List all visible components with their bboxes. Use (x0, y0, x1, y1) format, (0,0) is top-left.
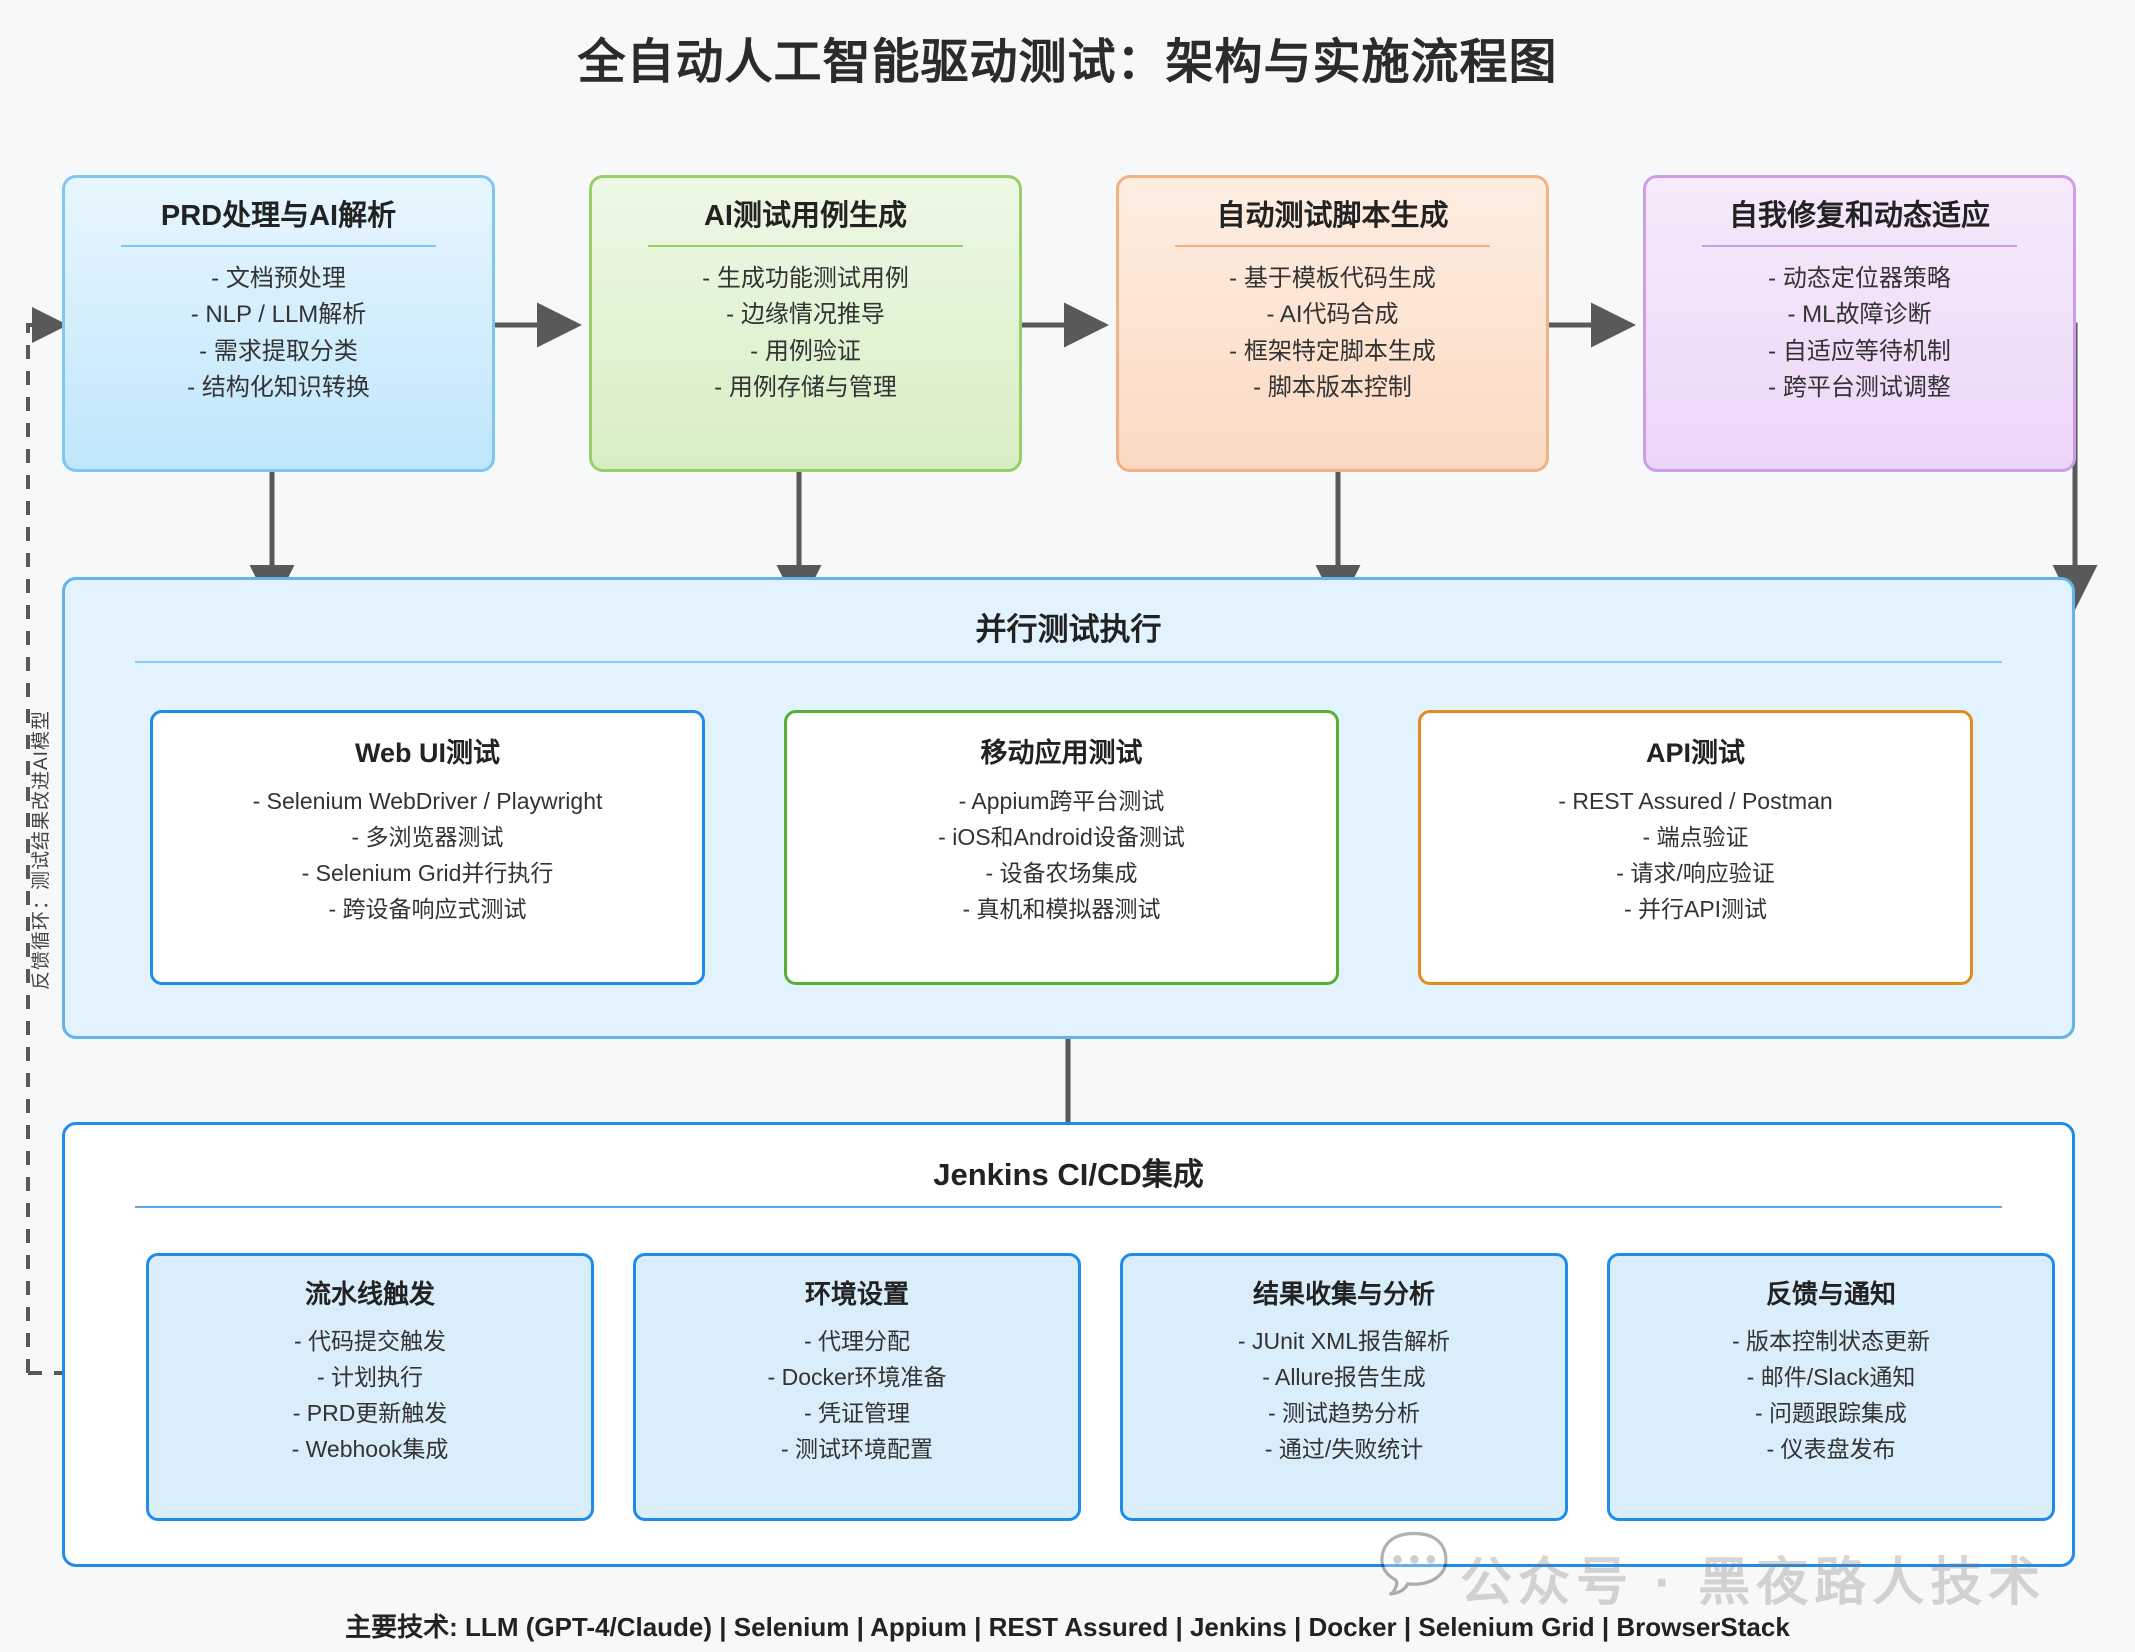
parallel-box-item: - 并行API测试 (1623, 895, 1768, 922)
stage-item: - NLP / LLM解析 (190, 301, 367, 329)
jenkins-box-item: - 仪表盘发布 (1766, 1435, 1896, 1462)
jenkins-box-item: - 邮件/Slack通知 (1746, 1363, 1916, 1390)
jenkins-band-divider (135, 1206, 2002, 1208)
jenkins-box-title: 环境设置 (804, 1279, 909, 1309)
stage-item: - AI代码合成 (1266, 301, 1399, 329)
parallel-box-item: - iOS和Android设备测试 (938, 823, 1185, 850)
jenkins-box-item: - 凭证管理 (803, 1399, 911, 1426)
jenkins-box-title: 反馈与通知 (1765, 1279, 1896, 1309)
stage-divider (120, 244, 437, 247)
stage-item: - 需求提取分类 (199, 337, 358, 365)
parallel-box-item: - Selenium Grid并行执行 (301, 859, 554, 886)
jenkins-box-item: - 代理分配 (803, 1328, 911, 1354)
stage-item-list: - 文档预处理 - NLP / LLM解析 - 需求提取分类 - 结构化知识转换 (65, 261, 492, 407)
parallel-box-title: 移动应用测试 (980, 738, 1143, 768)
jenkins-box-item: - PRD更新触发 (292, 1399, 448, 1426)
parallel-box-item: - 端点验证 (1642, 823, 1749, 850)
stage-card-ai-testcase-generation[interactable]: AI测试用例生成 - 生成功能测试用例 - 边缘情况推导 - 用例验证 - 用例… (589, 175, 1022, 472)
jenkins-box-title: 流水线触发 (304, 1279, 435, 1309)
stage-item: - 自适应等待机制 (1768, 337, 1951, 365)
jenkins-box-item: - Allure报告生成 (1262, 1363, 1426, 1390)
jenkins-box-item: - 测试趋势分析 (1267, 1399, 1421, 1426)
jenkins-box-result-collection[interactable]: 结果收集与分析 - JUnit XML报告解析 - Allure报告生成 - 测… (1120, 1253, 1568, 1521)
stage-item: - 结构化知识转换 (187, 374, 370, 402)
stage-item: - 边缘情况推导 (726, 301, 885, 329)
stage-item: - 基于模板代码生成 (1229, 264, 1436, 292)
stage-item: - 动态定位器策略 (1768, 264, 1951, 292)
stage-item: - 脚本版本控制 (1253, 374, 1412, 402)
stage-item-list: - 生成功能测试用例 - 边缘情况推导 - 用例验证 - 用例存储与管理 (592, 261, 1019, 407)
parallel-box-title: API测试 (1645, 738, 1745, 768)
page-title: 全自动人工智能驱动测试：架构与实施流程图 (577, 36, 1558, 89)
stage-item: - 用例存储与管理 (714, 374, 897, 402)
parallel-box-title: Web UI测试 (354, 738, 500, 768)
parallel-box-item: - REST Assured / Postman (1558, 788, 1833, 814)
parallel-box-item: - Appium跨平台测试 (958, 788, 1165, 814)
jenkins-box-item: - 版本控制状态更新 (1731, 1328, 1931, 1354)
parallel-box-api-test[interactable]: API测试 - REST Assured / Postman - 端点验证 - … (1418, 710, 1973, 985)
stage-title: 自我修复和动态适应 (1728, 200, 1990, 232)
jenkins-box-item: - JUnit XML报告解析 (1237, 1328, 1451, 1354)
jenkins-box-pipeline-trigger[interactable]: 流水线触发 - 代码提交触发 - 计划执行 - PRD更新触发 - Webhoo… (146, 1253, 594, 1521)
stage-title: 自动测试脚本生成 (1216, 200, 1449, 232)
stage-item: - 文档预处理 (211, 264, 346, 292)
stage-item-list: - 基于模板代码生成 - AI代码合成 - 框架特定脚本生成 - 脚本版本控制 (1119, 261, 1546, 407)
stage-title: PRD处理与AI解析 (160, 200, 397, 232)
jenkins-box-item: - 通过/失败统计 (1264, 1435, 1424, 1462)
parallel-box-mobile-app-test[interactable]: 移动应用测试 - Appium跨平台测试 - iOS和Android设备测试 -… (784, 710, 1339, 985)
stage-item: - 跨平台测试调整 (1768, 374, 1951, 402)
jenkins-box-item: - 问题跟踪集成 (1754, 1399, 1908, 1426)
stage-title: AI测试用例生成 (703, 200, 907, 232)
parallel-box-item: - 多浏览器测试 (351, 823, 504, 850)
stage-card-prd-processing[interactable]: PRD处理与AI解析 - 文档预处理 - NLP / LLM解析 - 需求提取分… (62, 175, 495, 472)
parallel-box-item: - 跨设备响应式测试 (328, 895, 527, 922)
stage-item: - 框架特定脚本生成 (1229, 337, 1436, 365)
stage-item: - 生成功能测试用例 (702, 264, 909, 292)
jenkins-box-environment-setup[interactable]: 环境设置 - 代理分配 - Docker环境准备 - 凭证管理 - 测试环境配置 (633, 1253, 1081, 1521)
footer-tech-stack: 主要技术: LLM (GPT-4/Claude) | Selenium | Ap… (345, 1612, 1790, 1642)
jenkins-box-item: - 代码提交触发 (293, 1328, 447, 1354)
stage-divider (1701, 244, 2018, 247)
stage-item: - ML故障诊断 (1787, 301, 1932, 329)
feedback-loop-label: 反馈循环：测试结果改进AI模型 (31, 710, 52, 990)
jenkins-cicd-band[interactable]: Jenkins CI/CD集成 流水线触发 - 代码提交触发 - 计划执行 - … (62, 1122, 2075, 1567)
parallel-box-web-ui-test[interactable]: Web UI测试 - Selenium WebDriver / Playwrig… (150, 710, 705, 985)
parallel-band-divider (135, 661, 2002, 663)
parallel-box-item: - 设备农场集成 (985, 859, 1138, 886)
stage-card-auto-script-generation[interactable]: 自动测试脚本生成 - 基于模板代码生成 - AI代码合成 - 框架特定脚本生成 … (1116, 175, 1549, 472)
stage-divider (647, 244, 964, 247)
stage-divider (1174, 244, 1491, 247)
jenkins-box-title: 结果收集与分析 (1252, 1279, 1435, 1309)
jenkins-band-title: Jenkins CI/CD集成 (933, 1157, 1204, 1192)
parallel-box-item: - 请求/响应验证 (1616, 859, 1775, 886)
parallel-box-item: - Selenium WebDriver / Playwright (252, 788, 603, 814)
jenkins-box-item: - Docker环境准备 (767, 1363, 947, 1390)
jenkins-box-feedback-notification[interactable]: 反馈与通知 - 版本控制状态更新 - 邮件/Slack通知 - 问题跟踪集成 -… (1607, 1253, 2055, 1521)
stage-item-list: - 动态定位器策略 - ML故障诊断 - 自适应等待机制 - 跨平台测试调整 (1646, 261, 2073, 407)
parallel-band-title: 并行测试执行 (975, 612, 1162, 647)
jenkins-box-item: - 计划执行 (316, 1363, 424, 1390)
parallel-box-item: - 真机和模拟器测试 (962, 895, 1161, 922)
parallel-execution-band[interactable]: 并行测试执行 Web UI测试 - Selenium WebDriver / P… (62, 577, 2075, 1039)
stage-card-self-healing[interactable]: 自我修复和动态适应 - 动态定位器策略 - ML故障诊断 - 自适应等待机制 -… (1643, 175, 2076, 472)
jenkins-box-item: - Webhook集成 (291, 1435, 449, 1462)
stage-item: - 用例验证 (750, 337, 861, 365)
jenkins-box-item: - 测试环境配置 (780, 1435, 934, 1462)
